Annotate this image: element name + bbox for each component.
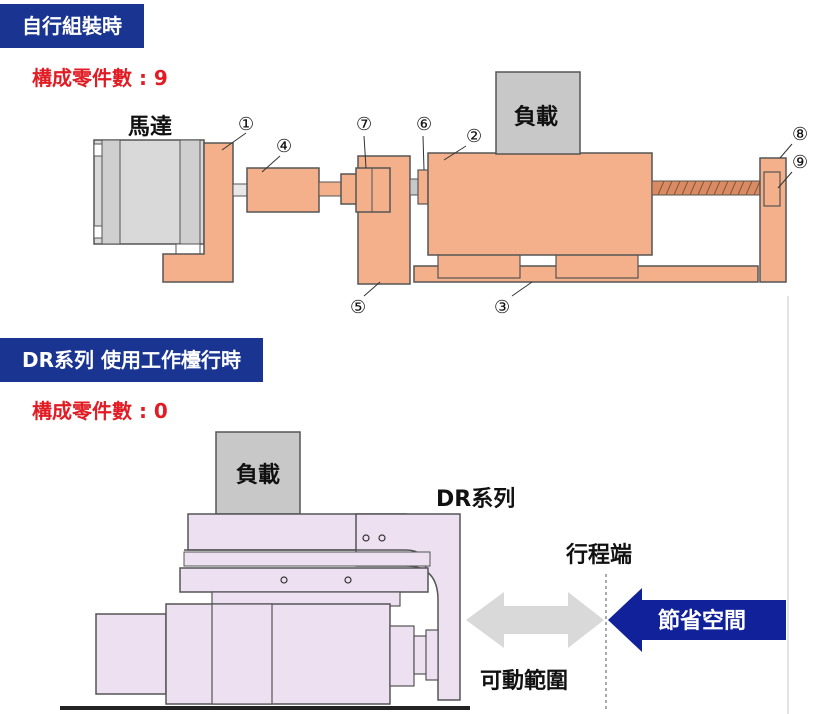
callout-6: ⑥ <box>416 114 432 135</box>
section2-title: DR系列 使用工作檯行時 <box>0 338 263 382</box>
coupling <box>355 167 391 213</box>
load-label-2: 負載 <box>236 462 280 488</box>
movable-range-label: 可動範圍 <box>480 668 568 694</box>
motor-bracket <box>162 142 234 283</box>
load-box-2 <box>215 431 301 515</box>
motor-label: 馬達 <box>128 114 172 140</box>
range-arrow <box>466 592 604 648</box>
section1-parts-count: 構成零件數 : 9 <box>32 66 168 90</box>
space-saving-arrow <box>608 588 786 652</box>
callout-7: ⑦ <box>356 114 372 135</box>
end-bearing <box>763 171 781 207</box>
coupling-housing <box>246 167 320 213</box>
callout-5: ⑤ <box>350 297 366 318</box>
space-saving-label: 節省空間 <box>658 608 746 634</box>
callout-8: ⑧ <box>792 124 808 145</box>
callout-1: ① <box>238 114 254 135</box>
stroke-end-label: 行程端 <box>565 542 632 568</box>
load-label-1: 負載 <box>514 104 558 130</box>
dr-series-diagram: 負載 DR系列 行程端 可動範圍 節省空間 <box>60 431 786 712</box>
section1-title: 自行組裝時 <box>0 4 144 48</box>
callout-4: ④ <box>276 136 292 157</box>
load-box-1 <box>495 71 581 155</box>
table <box>427 152 653 256</box>
dr-motor-end <box>95 613 167 695</box>
dr-motor <box>165 603 391 705</box>
dr-series-label: DR系列 <box>436 487 515 512</box>
dr-slider <box>179 567 429 593</box>
callout-2: ② <box>466 126 482 147</box>
motor <box>93 139 205 255</box>
callout-9: ⑨ <box>792 152 808 173</box>
callout-3: ③ <box>494 297 510 318</box>
screw-nut <box>417 169 429 205</box>
section2-parts-count: 構成零件數 : 0 <box>32 399 168 423</box>
self-assembly-diagram: 馬達 負載 ① ② ③ ④ ⑤ ⑥ ⑦ ⑧ ⑨ <box>93 71 808 714</box>
